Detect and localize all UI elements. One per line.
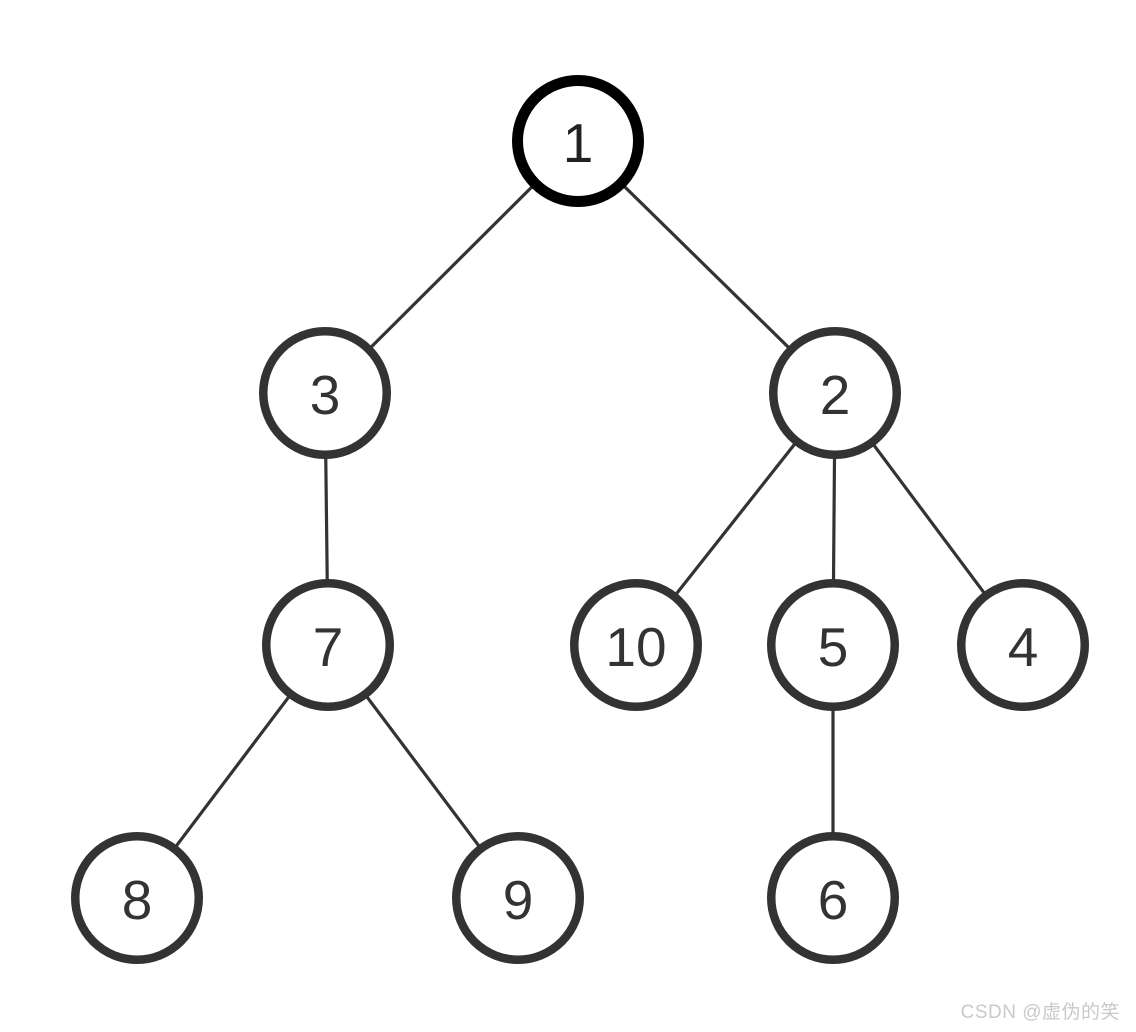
node-label: 1	[563, 112, 594, 174]
tree-node[interactable]: 8	[71, 832, 203, 964]
tree-edge	[324, 455, 329, 583]
tree-edge	[368, 184, 535, 350]
node-label: 10	[605, 616, 666, 678]
tree-edge	[173, 694, 292, 849]
node-circle	[71, 832, 203, 964]
node-circle	[570, 579, 702, 711]
tree-node[interactable]: 9	[452, 832, 584, 964]
node-layer: 1 3 2 7 10 5 4 8 9 6	[71, 75, 1089, 964]
edge-layer	[173, 184, 987, 849]
tree-node[interactable]: 4	[957, 579, 1089, 711]
node-circle	[259, 327, 391, 459]
node-label: 4	[1008, 616, 1039, 678]
tree-edge	[871, 442, 987, 596]
tree-node[interactable]: 10	[570, 579, 702, 711]
node-circle	[767, 579, 899, 711]
node-label: 9	[503, 869, 534, 931]
node-label: 8	[122, 869, 153, 931]
tree-edge	[622, 184, 791, 350]
node-circle	[452, 832, 584, 964]
tree-node[interactable]: 5	[767, 579, 899, 711]
node-label: 3	[310, 364, 341, 426]
node-label: 6	[818, 869, 849, 931]
tree-edge	[674, 441, 797, 597]
tree-node[interactable]: 7	[262, 579, 394, 711]
tree-node[interactable]: 3	[259, 327, 391, 459]
tree-edge	[831, 455, 837, 583]
watermark-text: CSDN @虚伪的笑	[960, 1002, 1120, 1023]
node-circle	[262, 579, 394, 711]
node-label: 5	[818, 616, 849, 678]
tree-node[interactable]: 6	[767, 832, 899, 964]
node-circle	[957, 579, 1089, 711]
tree-edge	[364, 694, 482, 849]
node-circle	[512, 75, 644, 207]
tree-node[interactable]: 1	[512, 75, 644, 207]
node-label: 2	[820, 364, 851, 426]
node-circle	[769, 327, 901, 459]
node-label: 7	[313, 616, 344, 678]
node-circle	[767, 832, 899, 964]
tree-node[interactable]: 2	[769, 327, 901, 459]
